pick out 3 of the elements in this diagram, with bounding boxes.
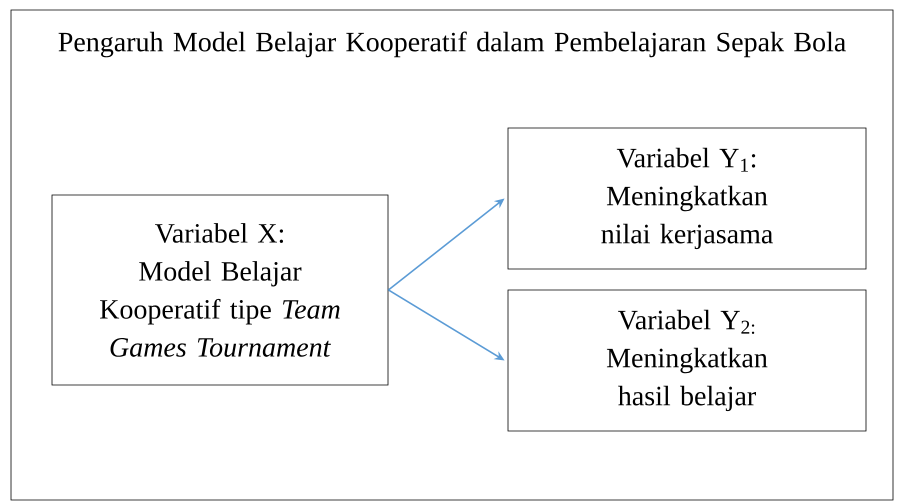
variable-box: Variabel Y$_{2:}$ Meningkatkan hasil belajar bbox=[508, 290, 866, 432]
variable-box: Variabel Y$_{1}$: Meningkatkan nilai kerjasama bbox=[508, 128, 866, 270]
variable-box: Variabel X: Model Belajar Kooperatif tipe Team Games Tournament bbox=[52, 194, 388, 386]
